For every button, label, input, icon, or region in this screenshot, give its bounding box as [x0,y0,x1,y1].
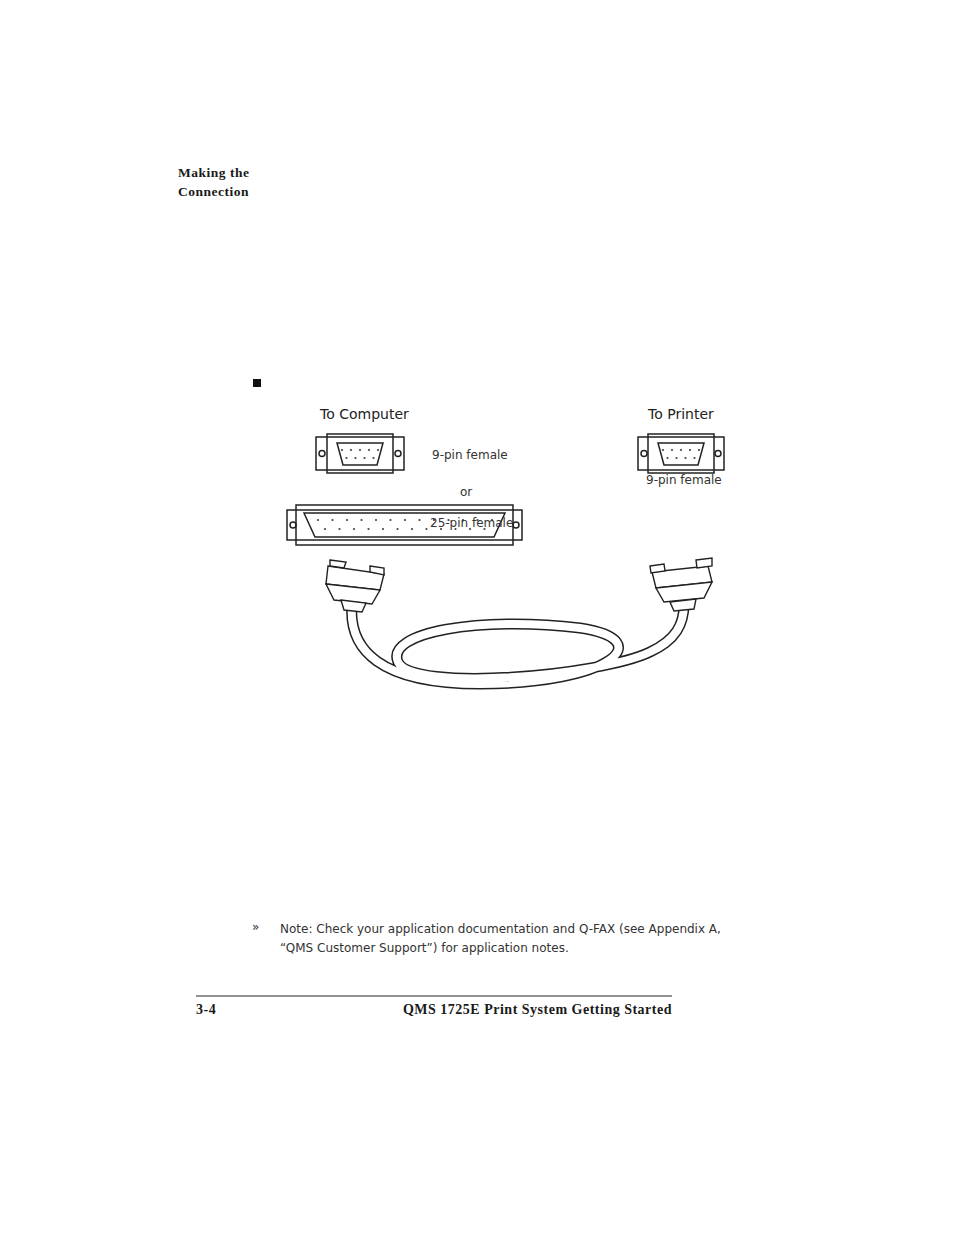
connector-9pin-printer [638,434,724,473]
pin-dot [662,449,664,451]
pin-dot [338,528,340,530]
connector-label: 9-pin female [432,448,508,462]
pin-dot [425,528,427,530]
note-text: Note: Check your application documentati… [280,920,730,958]
pin-dot [354,457,356,459]
pin-dot [353,528,355,530]
pin-dot [331,519,333,521]
pin-dot [671,449,673,451]
pin-dot [684,457,686,459]
connector-label: 25-pin female [430,516,513,530]
pin-dot [350,449,352,451]
end-label: To Printer [648,406,714,422]
pin-dot [680,449,682,451]
pin-dot [317,519,319,521]
cable-plugs [326,558,712,612]
pin-dot [666,457,668,459]
pin-dot [363,457,365,459]
pin-dot [689,449,691,451]
cable [352,604,684,684]
pin-dot [345,457,347,459]
pin-dot [389,519,391,521]
pin-dot [396,528,398,530]
pin-dot [324,528,326,530]
footer-title: QMS 1725E Print System Getting Started [403,1002,672,1018]
pin-dot [404,519,406,521]
pin-dot [382,528,384,530]
pin-dot [368,449,370,451]
pin-dot [411,528,413,530]
section-heading: Making the Connection [178,163,273,201]
page-number: 3-4 [196,1002,216,1018]
connector-pins [317,449,700,530]
note-marker: » [252,920,259,934]
pin-dot [375,519,377,521]
conjunction: or [460,485,472,499]
pin-dot [698,449,700,451]
pin-dot [360,519,362,521]
footer-rule [196,996,672,997]
pin-dot [675,457,677,459]
end-label: To Computer [320,406,409,422]
connector-label: 9-pin female [646,473,722,487]
bullet-square [253,379,261,387]
pin-dot [377,449,379,451]
pin-dot [418,519,420,521]
pin-dot [341,449,343,451]
connector-9pin-computer [316,434,404,473]
pin-dot [359,449,361,451]
pin-dot [693,457,695,459]
connector-25pin-computer [287,505,522,545]
pin-dot [346,519,348,521]
pin-dot [372,457,374,459]
pin-dot [367,528,369,530]
